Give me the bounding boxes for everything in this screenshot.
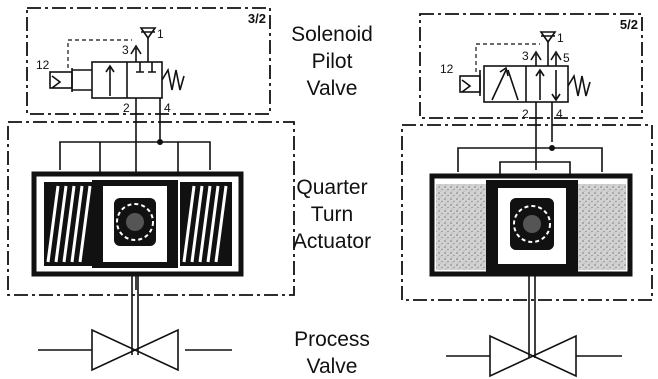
label-process-line2: Valve — [307, 355, 358, 378]
right-air-chamber-2 — [578, 184, 626, 270]
right-diagram-5-2: 5/2 12 3 1 5 2 4 — [401, 13, 653, 378]
left-valve-type-tag: 3/2 — [248, 11, 266, 26]
left-port-12: 12 — [36, 58, 50, 72]
right-port-3: 3 — [522, 49, 529, 63]
right-pinion-gear-icon — [486, 180, 578, 272]
left-valve-flow-arrow-icon — [105, 64, 115, 96]
left-exhaust-arrow-icon — [130, 44, 142, 55]
left-solenoid-coil-icon — [49, 71, 73, 89]
left-port-1: 1 — [157, 27, 164, 41]
right-port-12: 12 — [440, 62, 454, 76]
left-spring-pack-1 — [44, 182, 92, 266]
right-port-5: 5 — [563, 51, 570, 65]
right-valve-flow-arrow-icon-2 — [535, 68, 545, 100]
right-pilot-line — [475, 43, 540, 72]
right-port-4: 4 — [556, 107, 563, 121]
left-pilot-line — [67, 39, 132, 68]
right-air-chamber-1 — [436, 184, 486, 270]
left-port-3: 3 — [122, 43, 129, 57]
left-pilot-valve-enclosure — [26, 7, 271, 115]
right-supply-triangle-icon — [539, 31, 557, 44]
label-actuator-line1: Quarter — [296, 176, 367, 199]
right-pilot-valve-enclosure — [419, 13, 643, 119]
left-air-manifold — [59, 141, 211, 170]
label-actuator-line3: Actuator — [293, 230, 371, 253]
quarter-turn-actuator-label: Quarter Turn Actuator — [293, 176, 371, 253]
left-process-valve-icon — [91, 328, 179, 372]
right-valve-type-tag: 5/2 — [620, 17, 638, 32]
right-air-manifold-outer — [457, 147, 603, 172]
solenoid-pilot-valve-label: Solenoid Pilot Valve — [291, 23, 373, 100]
right-valve-stem — [528, 274, 536, 358]
label-solenoid-line3: Valve — [307, 77, 358, 100]
label-solenoid-line1: Solenoid — [291, 23, 373, 46]
left-spring-pack-2 — [180, 182, 232, 266]
right-spring-icon — [567, 73, 591, 97]
left-solenoid-arrow-icon — [51, 75, 62, 89]
left-pinion-gear-icon — [92, 180, 178, 268]
left-actuator-enclosure — [7, 121, 295, 296]
right-solenoid-arrow-icon — [461, 79, 472, 93]
label-solenoid-line2: Pilot — [312, 50, 353, 73]
left-valve-block-icon — [136, 62, 144, 73]
right-port-2: 2 — [522, 107, 529, 121]
left-valve-stem — [131, 274, 139, 355]
left-port-2: 2 — [123, 101, 130, 115]
right-exhaust-arrow-icon-3 — [530, 50, 542, 61]
left-supply-triangle-icon — [139, 27, 157, 40]
right-process-valve-icon — [489, 334, 577, 378]
label-process-line1: Process — [294, 328, 370, 351]
left-diagram-3-2: 3/2 12 3 1 2 4 — [7, 7, 295, 372]
right-port-1: 1 — [557, 31, 564, 45]
left-port-4: 4 — [164, 101, 171, 115]
label-actuator-line2: Turn — [311, 203, 353, 226]
right-exhaust-arrow-icon-5 — [550, 50, 562, 61]
right-air-manifold-inner — [499, 161, 571, 174]
right-valve-flow-arrow-icon-1 — [491, 66, 509, 101]
right-actuator-enclosure — [401, 124, 653, 301]
process-valve-label: Process Valve — [294, 328, 370, 378]
left-spring-icon — [161, 67, 185, 91]
right-solenoid-coil-icon — [459, 75, 481, 93]
